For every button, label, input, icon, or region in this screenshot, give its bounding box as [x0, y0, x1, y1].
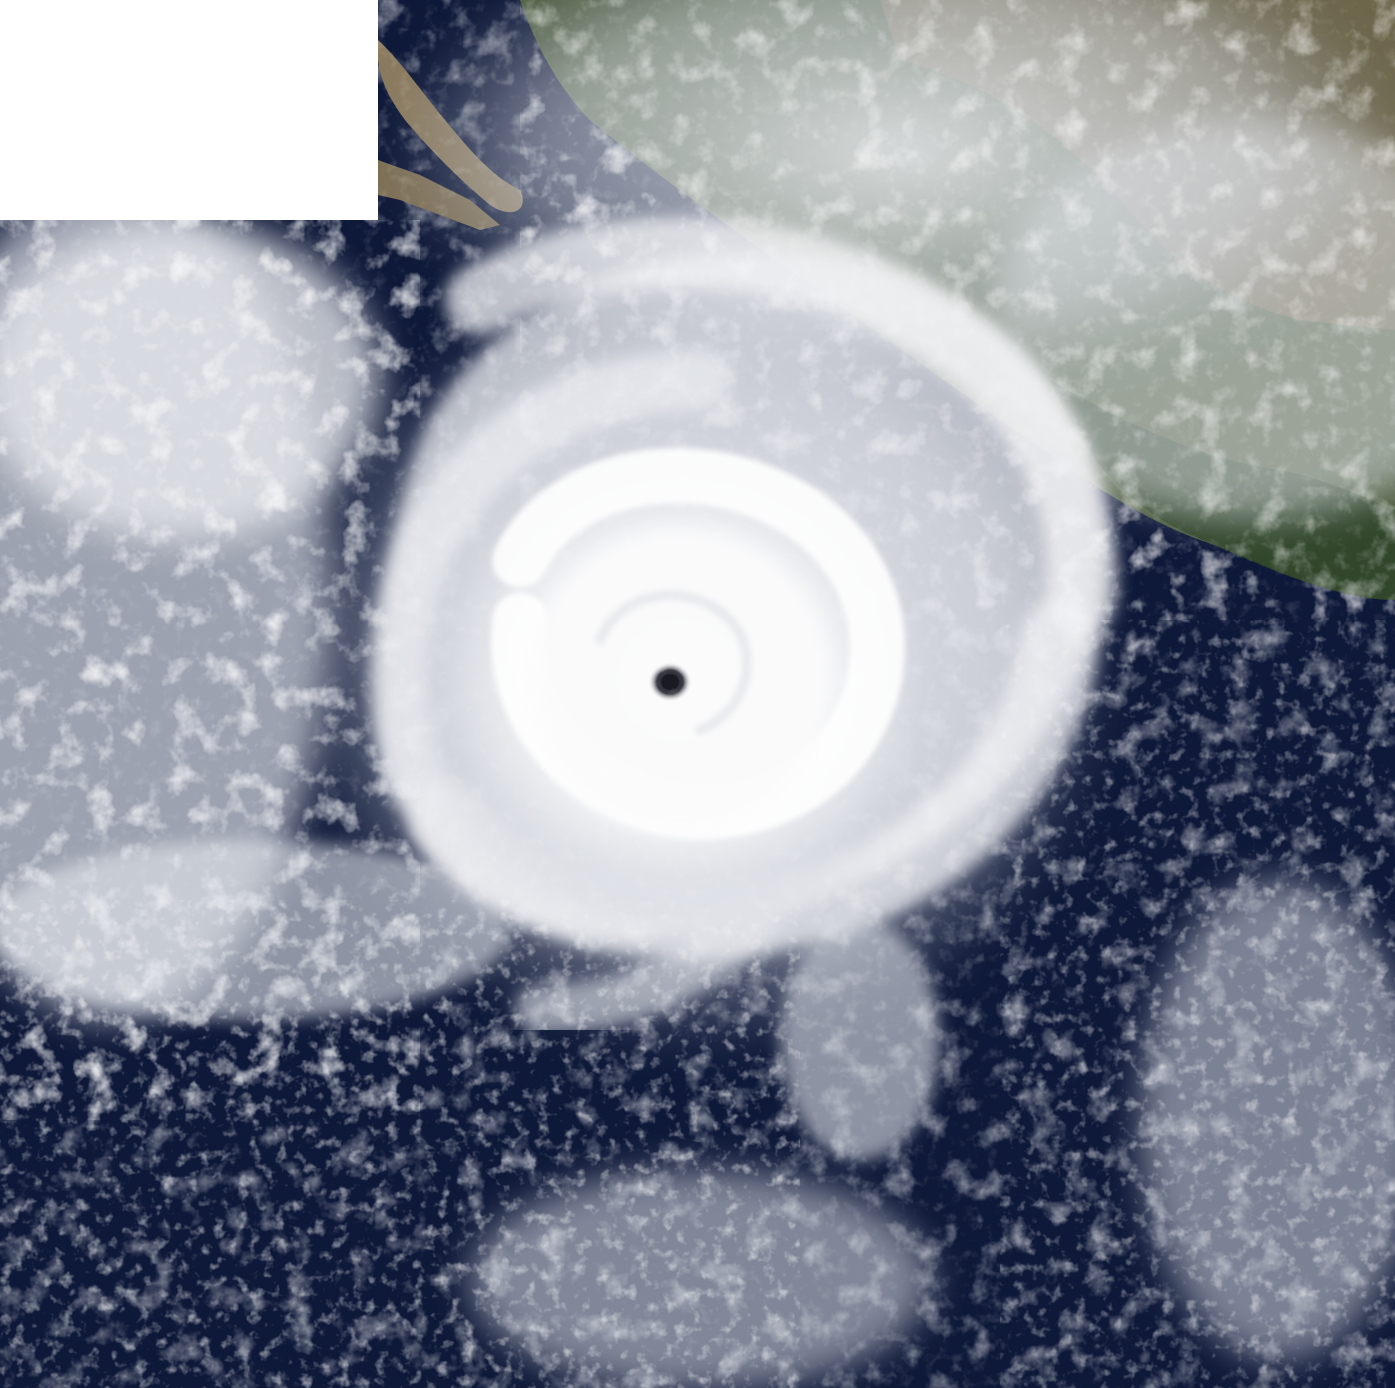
blank-corner: [0, 0, 378, 220]
